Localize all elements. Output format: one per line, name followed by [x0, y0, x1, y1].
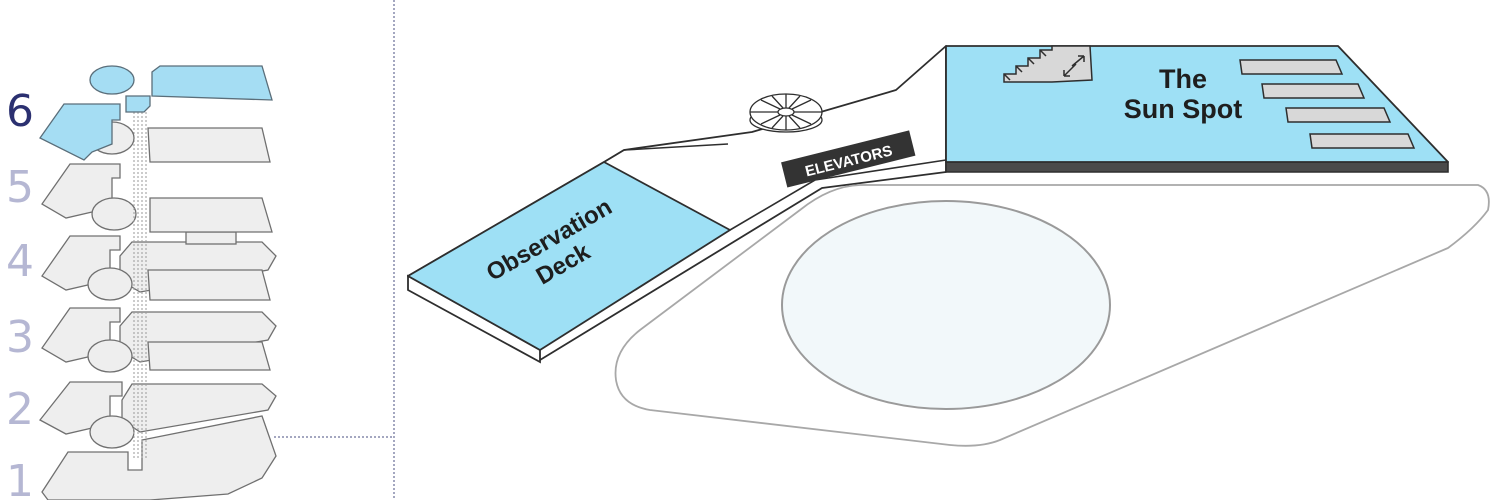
- sun-spot-label-line-1: The: [1159, 64, 1207, 94]
- stairs-icon: [1003, 45, 1093, 83]
- roof-fan-icon: [749, 93, 823, 133]
- pool-oval[interactable]: [781, 200, 1111, 410]
- floor-3-number[interactable]: 3: [6, 312, 34, 363]
- floor-1-slab[interactable]: [41, 415, 277, 500]
- floor-2-number[interactable]: 2: [6, 384, 34, 435]
- floor-5-number[interactable]: 5: [6, 162, 34, 213]
- sun-spot-area[interactable]: The Sun Spot: [945, 45, 1449, 173]
- stair-core-lines: [133, 100, 147, 460]
- floor-4-number[interactable]: 4: [6, 236, 34, 287]
- floor-2-slab[interactable]: [39, 381, 277, 449]
- floor-5-slab[interactable]: [41, 163, 273, 233]
- floor-4-slab[interactable]: [41, 231, 277, 301]
- floor-6-slab-active[interactable]: [39, 65, 273, 163]
- sun-spot-label-line-2: Sun Spot: [1124, 94, 1242, 124]
- rooftop-detail: The Sun Spot Observation Deck ELEVATORS: [407, 45, 1490, 447]
- floor-6-number[interactable]: 6: [6, 86, 34, 137]
- walkway-upper-line: [603, 143, 729, 163]
- expand-arrows-icon: [1063, 55, 1085, 77]
- floor-1-number[interactable]: 1: [6, 456, 34, 500]
- lounge-chairs: [1239, 59, 1416, 149]
- floor-3-slab[interactable]: [41, 307, 277, 373]
- floor-stack: 1 2 3 4 5 6: [6, 65, 277, 500]
